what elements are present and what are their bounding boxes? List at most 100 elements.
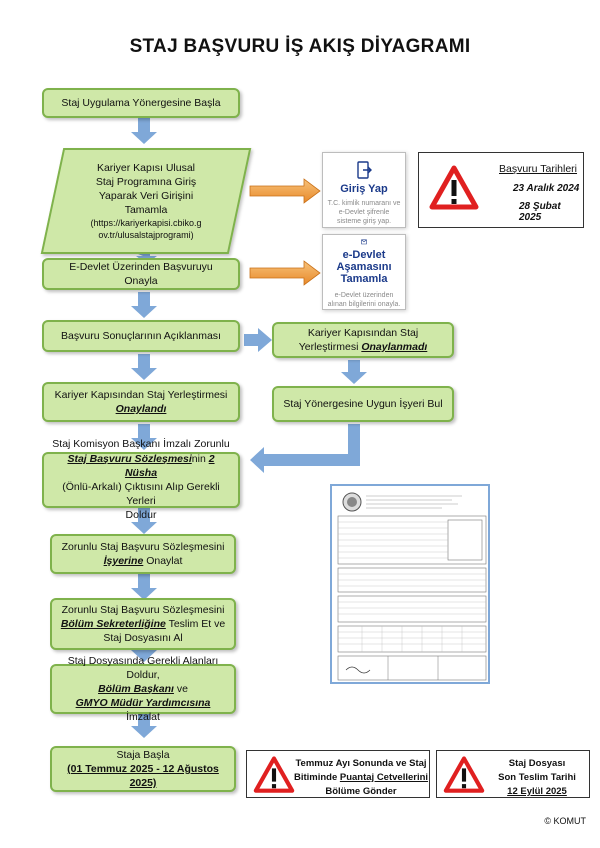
- step-fill-file-signatures: Staj Dosyasında Gerekli Alanları Doldur,…: [50, 655, 236, 723]
- arrow-orange-1: [249, 178, 321, 204]
- step-text: nin: [191, 452, 209, 465]
- footer-credit: © KOMUT: [544, 816, 586, 826]
- notice-line: Bitiminde Puantaj Cetvellerini: [293, 771, 429, 785]
- step-label: Doldur: [125, 509, 157, 522]
- step-placement-approved: Kariyer Kapısından Staj Yerleştirmesi On…: [42, 382, 240, 422]
- step-find-workplace: Staj Yönergesine Uygun İşyeri Bul: [272, 386, 454, 422]
- step-url: ov.tr/ulusalstajprogrami): [98, 230, 194, 241]
- step-emphasis: Bölüm Sekreterliğine: [60, 617, 166, 630]
- date-start: 23 Aralık 2024: [513, 183, 580, 194]
- step-emphasis: Onaylandı: [115, 403, 167, 415]
- step-print-contract: Staj Komisyon Başkanı İmzalı Zorunlu Sta…: [42, 438, 240, 521]
- warning-icon: [429, 165, 479, 210]
- step-url: (https://kariyerkapisi.cbiko.g: [90, 218, 202, 229]
- step-label: Bölüm Sekreterliğine Teslim Et ve: [61, 617, 225, 631]
- file-deadline-box: Staj Dosyası Son Teslim Tarihi 12 Eylül …: [436, 750, 590, 798]
- step-start-internship: Staja Başla (01 Temmuz 2025 - 12 Ağustos…: [50, 746, 236, 792]
- step-text: Teslim Et ve: [165, 617, 226, 630]
- file-deadline-text: Staj Dosyası Son Teslim Tarihi 12 Eylül …: [485, 757, 589, 798]
- step-text: Yerleştirmesi: [298, 341, 362, 353]
- step-label: Zorunlu Staj Başvuru Sözleşmesini: [61, 540, 225, 553]
- step-results-announced: Başvuru Sonuçlarının Açıklanması: [42, 320, 240, 352]
- notice-text: Bitiminde: [293, 771, 340, 783]
- step-label: Staj Yönergesine Uygun İşyeri Bul: [283, 397, 443, 410]
- step-label: Staj Dosyasında Gerekli Alanları Doldur,: [67, 654, 219, 681]
- warning-icon: [443, 756, 485, 793]
- orange-arrows: [249, 178, 321, 286]
- step-career-gate-text: Kariyer Kapısı Ulusal Staj Programına Gi…: [56, 150, 236, 252]
- step-workplace-approve: Zorunlu Staj Başvuru Sözleşmesini İşyeri…: [50, 534, 236, 574]
- step-emphasis: GMYO Müdür Yardımcısına: [75, 697, 211, 710]
- arrow-4: [131, 354, 157, 380]
- step-emphasis: Staj Başvuru Sözleşmesi: [67, 452, 192, 465]
- arrow-9: [131, 712, 157, 738]
- document-form-lines: [337, 495, 487, 681]
- step-start-guideline: Staj Uygulama Yönergesine Başla: [42, 88, 240, 118]
- step-text: İmzalat: [126, 711, 160, 724]
- edevlet-card-desc: e-Devlet üzerinden alınan bilgilerini on…: [327, 291, 401, 308]
- step-label: Staj Komisyon Başkanı İmzalı Zorunlu: [52, 438, 230, 451]
- login-card: Giriş Yap T.C. kimlik numaranı ve e-Devl…: [322, 152, 406, 228]
- arrow-6: [131, 508, 157, 534]
- arrow-5: [131, 424, 157, 450]
- step-text: ve: [173, 682, 188, 695]
- step-label: Staj Dosyasını Al: [103, 632, 183, 645]
- step-label: Tamamla: [124, 204, 168, 217]
- step-label: Bölüm Başkanı ve: [98, 682, 188, 696]
- step-label: Yaparak Veri Girişini: [98, 189, 194, 202]
- step-label: Staj Programına Giriş: [95, 175, 197, 188]
- arrow-1: [131, 118, 157, 144]
- step-label: Kariyer Kapısı Ulusal: [96, 161, 196, 174]
- arrow-right-branch: [244, 328, 272, 352]
- arrow-3: [131, 292, 157, 318]
- step-label: (Önlü-Arkalı) Çıktısını Alıp Gerekli Yer…: [62, 481, 220, 508]
- step-label: İşyerine Onaylat: [104, 554, 183, 568]
- notice-deadline: 12 Eylül 2025: [507, 785, 567, 797]
- notice-line: Staj Dosyası: [508, 758, 566, 769]
- step-label: Staj Uygulama Yönergesine Başla: [61, 96, 221, 109]
- notice-line: Bölüme Gönder: [325, 785, 397, 797]
- step-label: Başvuru Sonuçlarının Açıklanması: [61, 329, 221, 342]
- notice-line: Temmuz Ayı Sonunda ve Staj: [295, 758, 427, 769]
- step-emphasis: Bölüm Başkanı: [98, 682, 174, 695]
- edevlet-card-title-2: Tamamla: [340, 272, 388, 285]
- step-label: Zorunlu Staj Başvuru Sözleşmesini: [61, 603, 225, 616]
- door-login-icon: [357, 161, 372, 179]
- contract-document-preview: [330, 484, 490, 684]
- step-label: Yerleştirmesi Onaylanmadı: [299, 340, 428, 354]
- down-arrows: [131, 118, 367, 738]
- step-placement-not-approved: Kariyer Kapısından Staj Yerleştirmesi On…: [272, 322, 454, 358]
- edevlet-card: e-Devlet Aşamasını Tamamla e-Devlet üzer…: [322, 234, 406, 310]
- step-dates: (01 Temmuz 2025 - 12 Ağustos 2025): [67, 762, 219, 790]
- warning-icon: [253, 756, 295, 793]
- step-label: Kariyer Kapısından Staj Yerleştirmesi: [54, 388, 228, 401]
- application-dates-box: Başvuru Tarihleri 23 Aralık 2024 28 Şuba…: [418, 152, 584, 228]
- arrow-right-down: [341, 360, 367, 384]
- step-text: Onaylat: [143, 555, 183, 567]
- notice-emphasis: Puantaj Cetvellerini: [339, 771, 429, 783]
- timesheet-notice-text: Temmuz Ayı Sonunda ve Staj Bitiminde Pua…: [293, 757, 429, 798]
- arrow-back-left: [250, 424, 360, 473]
- page-title: STAJ BAŞVURU İŞ AKIŞ DİYAGRAMI: [129, 36, 471, 57]
- login-card-title: Giriş Yap: [340, 183, 388, 195]
- step-submit-secretary: Zorunlu Staj Başvuru Sözleşmesini Bölüm …: [50, 598, 236, 650]
- step-label: E-Devlet Üzerinden Başvuruyu Onayla: [69, 260, 213, 287]
- step-emphasis: Onaylanmadı: [361, 341, 428, 353]
- step-label: Staja Başla: [116, 748, 170, 761]
- timesheet-notice-box: Temmuz Ayı Sonunda ve Staj Bitiminde Pua…: [246, 750, 430, 798]
- step-label: Staj Başvuru Sözleşmesinin 2 Nüsha: [52, 452, 230, 480]
- dates-label: Başvuru Tarihleri: [499, 163, 578, 175]
- step-emphasis: 2 Nüsha: [124, 452, 215, 479]
- university-logo-icon: [342, 492, 362, 512]
- step-emphasis: İşyerine: [103, 555, 144, 567]
- edevlet-card-title-1: e-Devlet Aşamasını: [336, 248, 392, 273]
- step-edevlet-approve: E-Devlet Üzerinden Başvuruyu Onayla: [42, 258, 240, 290]
- date-end: 28 Şubat 2025: [519, 201, 561, 223]
- arrow-orange-2: [249, 260, 321, 286]
- notice-line: Son Teslim Tarihi: [498, 771, 576, 783]
- step-label: Kariyer Kapısından Staj: [307, 326, 419, 339]
- step-label: GMYO Müdür Yardımcısına İmzalat: [60, 696, 226, 724]
- arrow-7: [131, 574, 157, 600]
- login-card-desc: T.C. kimlik numaranı ve e-Devlet şifrenl…: [327, 200, 401, 226]
